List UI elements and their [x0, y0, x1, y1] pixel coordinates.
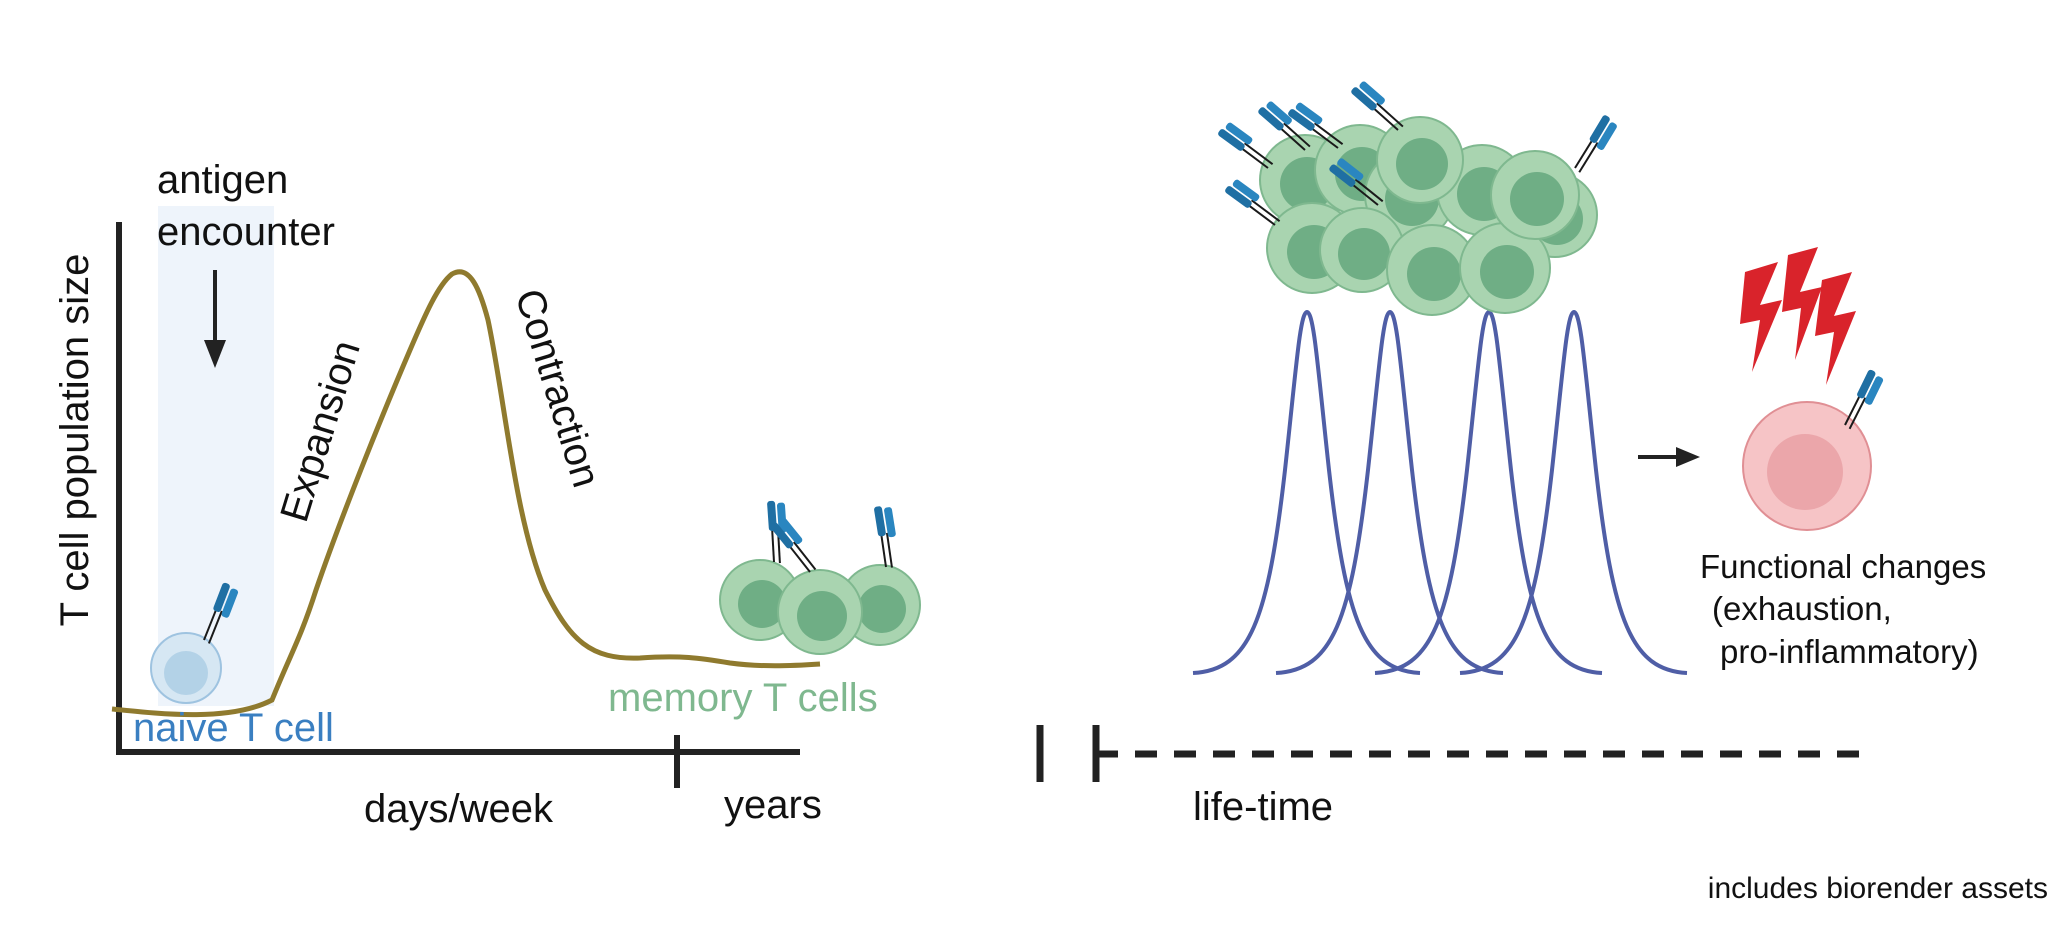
naive-t-cell-label: naive T cell	[133, 706, 334, 750]
t-cell-response-curve	[111, 269, 821, 718]
memory-t-cells-icon	[719, 498, 921, 655]
memory-t-cells-label: memory T cells	[608, 676, 878, 720]
clone-wave-1	[1192, 309, 1421, 675]
clone-wave-4	[1459, 309, 1688, 675]
biorender-credit: includes biorender assets	[1708, 872, 2048, 905]
functional-changes-line3: pro-inflammatory)	[1720, 633, 1979, 670]
y-axis-label: T cell population size	[53, 254, 97, 627]
expanded-t-cell-cluster-icon	[1214, 75, 1625, 316]
functional-changes-line1: Functional changes	[1700, 548, 1986, 585]
timeline-label: life-time	[1193, 785, 1333, 829]
contraction-phase-label: Contraction	[506, 284, 608, 492]
antigen-arrow-icon	[204, 270, 226, 368]
right-panel: life-time Functional changes (exhaustion…	[1036, 75, 1986, 829]
functional-changes-line2: (exhaustion,	[1712, 590, 1892, 627]
left-panel: T cell population size antigen encounter…	[53, 158, 921, 831]
antigen-label-line1: antigen	[157, 158, 288, 202]
clone-wave-3	[1374, 309, 1603, 675]
x-axis-label-days: days/week	[364, 787, 554, 831]
transition-arrow-icon	[1638, 447, 1700, 467]
antigen-label-line2: encounter	[157, 210, 335, 254]
naive-t-cell-icon	[150, 579, 246, 704]
lightning-icon	[1740, 247, 1856, 385]
expansion-phase-label: Expansion	[272, 335, 369, 526]
clone-wave-2	[1275, 309, 1504, 675]
x-axis-label-years: years	[724, 783, 822, 827]
clonal-waves	[1192, 309, 1688, 675]
dysfunctional-t-cell-icon	[1742, 366, 1891, 531]
